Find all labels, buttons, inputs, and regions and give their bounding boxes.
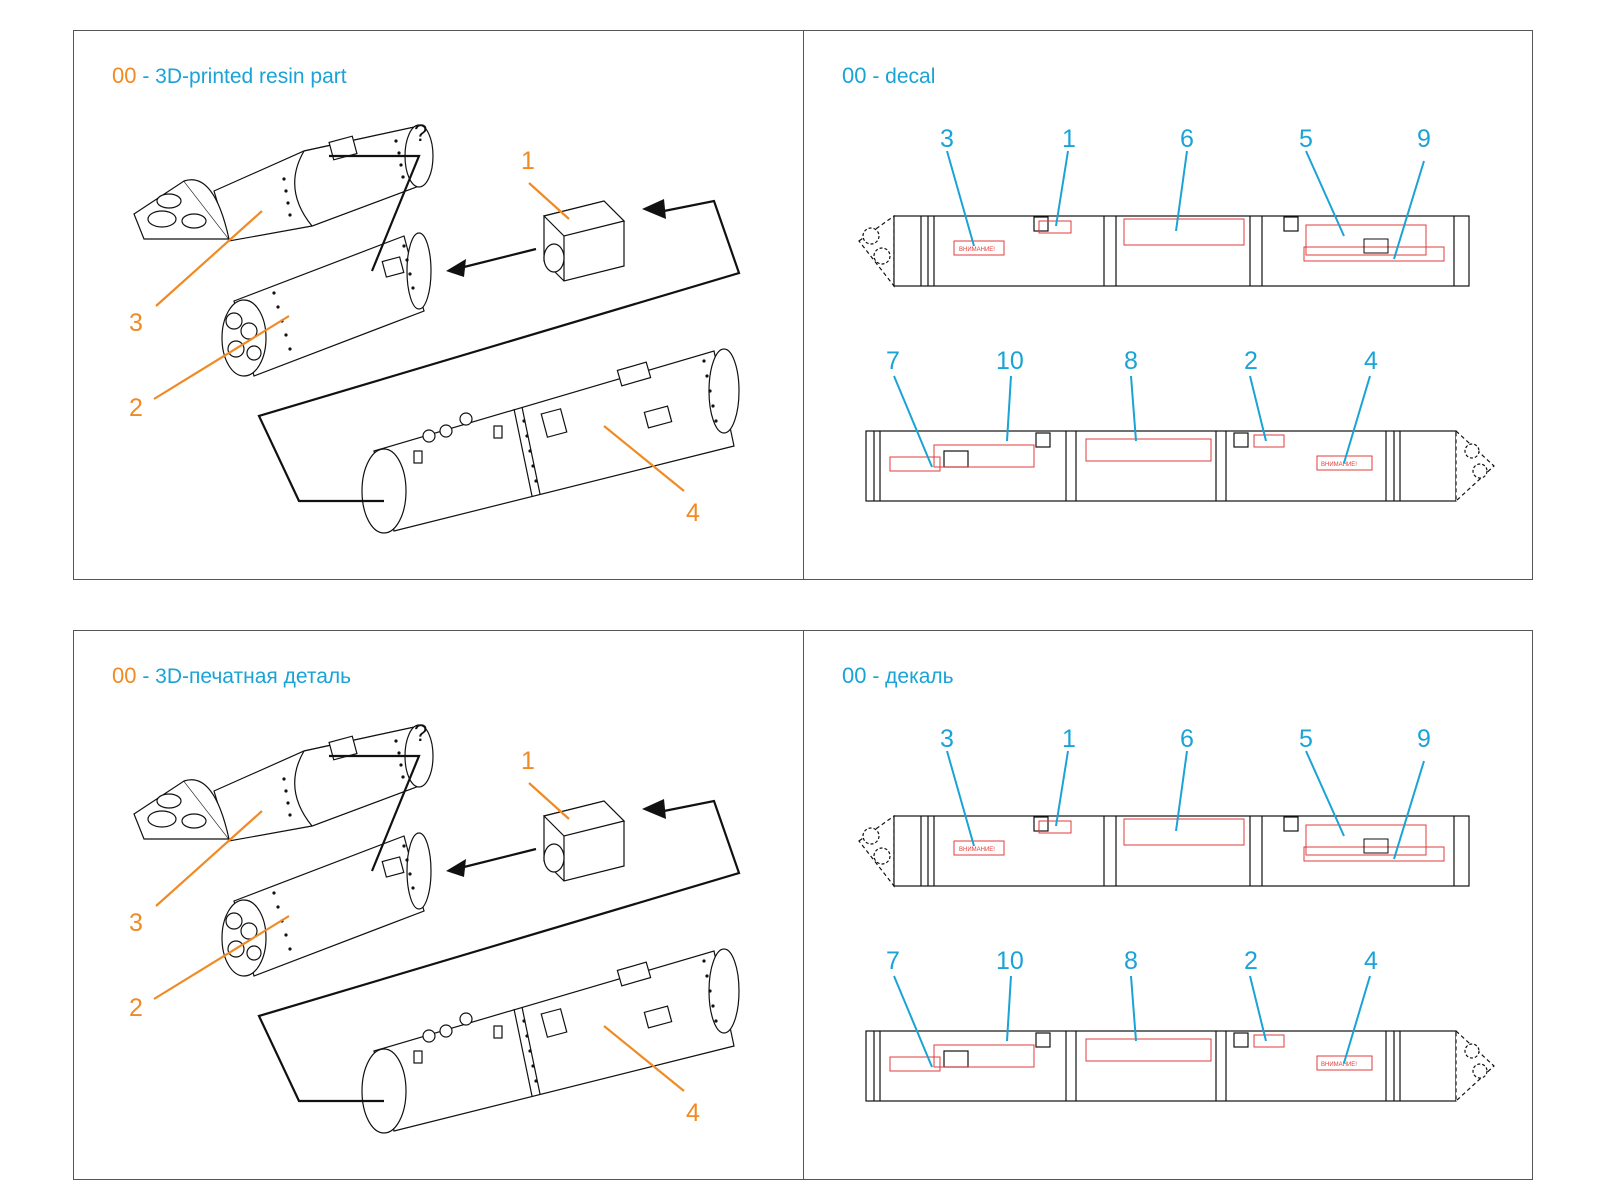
caption-text: 3D-printed resin part — [155, 65, 347, 88]
callout-resin-2: 2 — [129, 394, 143, 422]
callout-resin-2: 2 — [129, 994, 143, 1022]
pod-side-view-lower — [865, 429, 1495, 503]
caption-text: декаль — [885, 665, 954, 688]
assembly-line-4-to-1 — [257, 799, 741, 1103]
assembly-line-1-to-2 — [459, 247, 537, 270]
decal-caption: 00 - декаль — [842, 663, 954, 689]
stencil-text-lower: ВНИМАНИЕ! — [1321, 462, 1357, 468]
caption-text: decal — [885, 65, 936, 88]
decal-callout-7: 7 — [886, 947, 900, 975]
decal-callout-3: 3 — [940, 125, 954, 153]
decal-callout-8: 8 — [1124, 347, 1138, 375]
part-1-block — [542, 800, 626, 882]
decal-callout-9: 9 — [1417, 725, 1431, 753]
decal-callout-1: 1 — [1062, 725, 1076, 753]
part-4-pod — [361, 948, 740, 1134]
decal-caption: 00 - decal — [842, 63, 935, 89]
part-1-block — [542, 200, 626, 282]
callout-resin-4: 4 — [686, 499, 700, 527]
caption-separator: - — [872, 65, 880, 88]
part-4-pod — [361, 348, 740, 534]
instruction-sheet-russian: 00 - 3D-печатная деталь — [73, 630, 1533, 1180]
callout-resin-1: 1 — [521, 147, 535, 175]
part-2-tube — [221, 832, 432, 977]
decal-callout-10: 10 — [996, 947, 1024, 975]
stencil-text-upper: ВНИМАНИЕ! — [959, 247, 995, 253]
decal-placement-drawing: ВНИМАНИЕ! ВНИМАНИЕ! — [858, 725, 1495, 1103]
resin-caption: 00 - 3D-печатная деталь — [112, 663, 351, 689]
resin-assembly-drawing: ? 1 2 3 4 — [129, 720, 741, 1134]
decal-callout-2: 2 — [1244, 947, 1258, 975]
decal-panel: 00 - decal — [804, 31, 1533, 579]
callout-resin-3: 3 — [129, 909, 143, 937]
stencil-text-upper: ВНИМАНИЕ! — [959, 847, 995, 853]
instruction-sheet-english: 00 - 3D-printed resin part — [73, 30, 1533, 580]
question-lines — [329, 754, 421, 872]
panel-divider — [803, 31, 804, 579]
decal-callout-5: 5 — [1299, 125, 1313, 153]
caption-separator: - — [872, 665, 880, 688]
resin-panel: 00 - 3D-печатная деталь — [74, 631, 803, 1179]
question-mark: ? — [414, 120, 427, 147]
resin-panel: 00 - 3D-printed resin part — [74, 31, 803, 579]
decal-callout-4: 4 — [1364, 947, 1378, 975]
part-3-nose-tube — [133, 124, 434, 242]
decal-callout-9: 9 — [1417, 125, 1431, 153]
resin-caption: 00 - 3D-printed resin part — [112, 63, 347, 89]
pod-side-view-upper — [858, 214, 1470, 288]
pod-side-view-upper — [858, 814, 1470, 888]
pod-side-view-lower — [865, 1029, 1495, 1103]
assembly-line-1-to-2 — [459, 847, 537, 870]
decal-callout-4: 4 — [1364, 347, 1378, 375]
decal-callout-6: 6 — [1180, 725, 1194, 753]
part-3-nose-tube — [133, 724, 434, 842]
decal-callout-1: 1 — [1062, 125, 1076, 153]
decal-callout-10: 10 — [996, 347, 1024, 375]
decal-code: 00 — [842, 63, 867, 88]
decal-callout-2: 2 — [1244, 347, 1258, 375]
decal-callout-5: 5 — [1299, 725, 1313, 753]
part-code: 00 — [112, 663, 137, 688]
part-code: 00 — [112, 63, 137, 88]
panel-divider — [803, 631, 804, 1179]
decal-placement-drawing: ВНИМАНИЕ! ВНИМА — [858, 125, 1495, 503]
resin-assembly-drawing: ? 1 2 3 4 — [129, 120, 741, 534]
question-mark: ? — [414, 720, 427, 747]
decal-callout-3: 3 — [940, 725, 954, 753]
callout-resin-4: 4 — [686, 1099, 700, 1127]
question-lines — [329, 154, 421, 272]
caption-separator: - — [142, 65, 150, 88]
decal-panel: 00 - декаль — [804, 631, 1533, 1179]
callout-resin-1: 1 — [521, 747, 535, 775]
caption-text: 3D-печатная деталь — [155, 665, 352, 688]
callout-resin-3: 3 — [129, 309, 143, 337]
part-2-tube — [221, 232, 432, 377]
decal-callout-7: 7 — [886, 347, 900, 375]
decal-callout-8: 8 — [1124, 947, 1138, 975]
caption-separator: - — [142, 665, 150, 688]
stencil-text-lower: ВНИМАНИЕ! — [1321, 1062, 1357, 1068]
decal-code: 00 — [842, 663, 867, 688]
decal-callout-6: 6 — [1180, 125, 1194, 153]
assembly-line-4-to-1 — [257, 199, 741, 503]
